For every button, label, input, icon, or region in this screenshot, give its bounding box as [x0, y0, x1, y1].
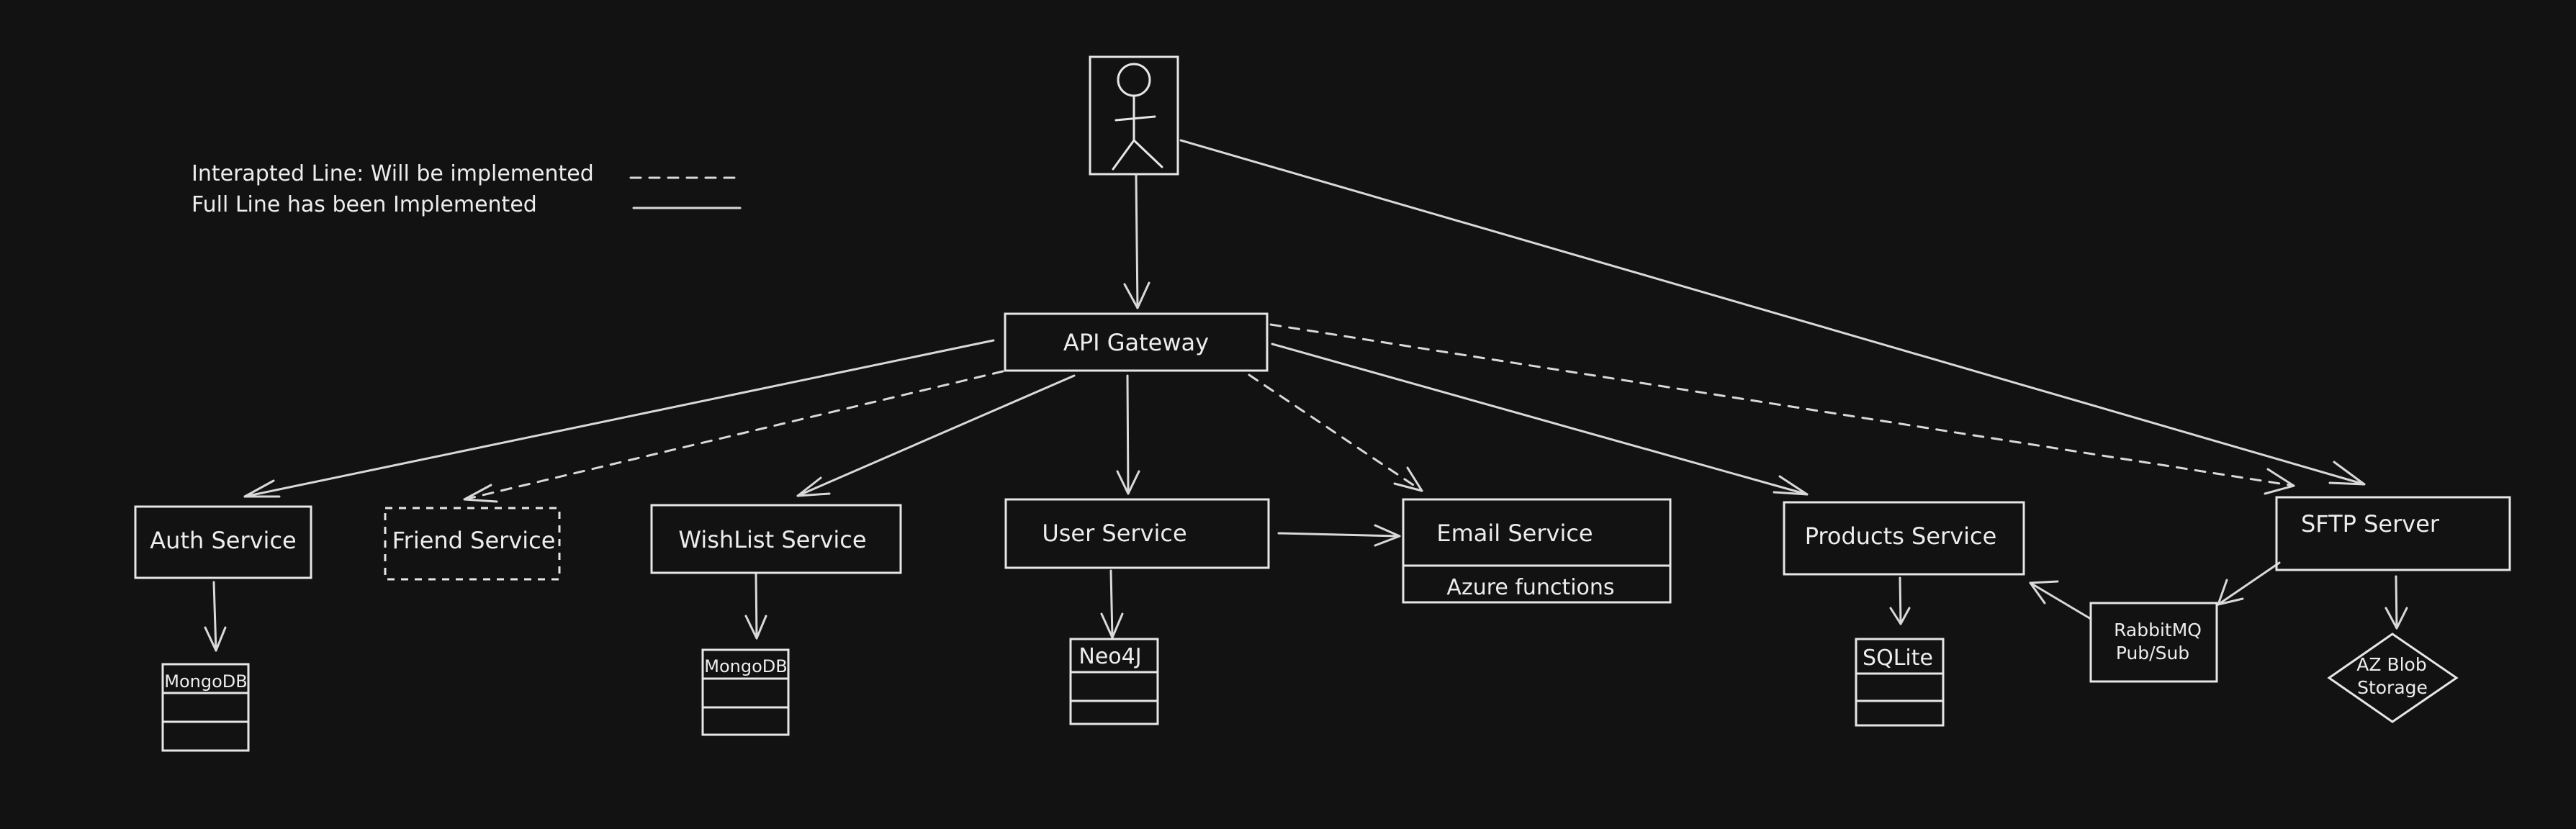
- wishlist-db-label: MongoDB: [704, 656, 787, 676]
- arrowhead-gateway-to-email: [1393, 466, 1423, 492]
- friend-service-label: Friend Service: [392, 527, 556, 554]
- arrowhead-gateway-to-friend: [463, 484, 498, 503]
- arrowhead-gateway-to-sftp: [2264, 468, 2295, 495]
- auth-service-box: [134, 505, 312, 579]
- user-actor-left-leg: [1112, 139, 1135, 171]
- edge-gateway-to-user-service: [1126, 374, 1130, 495]
- api-gateway-node: API Gateway: [1004, 312, 1269, 372]
- user-actor-head: [1117, 63, 1151, 97]
- arrowhead-sftp-to-rabbitmq: [2217, 579, 2244, 606]
- azure-functions-label: Azure functions: [1446, 575, 1614, 600]
- arrowhead-gateway-to-user-service: [1116, 470, 1140, 495]
- az-blob-label-line2: Storage: [2357, 677, 2428, 698]
- user-service-label: User Service: [1042, 520, 1186, 547]
- edge-auth-to-db: [212, 581, 217, 652]
- arrowhead-user-service-to-email: [1374, 524, 1401, 547]
- arrowhead-rabbitmq-to-products: [2029, 580, 2059, 604]
- user-db-table: Neo4J: [1069, 638, 1159, 725]
- wishlist-service-label: WishList Service: [678, 526, 866, 553]
- user-db-label: Neo4J: [1078, 644, 1141, 669]
- edge-products-to-db: [1899, 576, 1902, 625]
- products-service-box: [1783, 501, 2025, 576]
- wishlist-service-node: WishList Service: [650, 504, 902, 574]
- user-service-node: User Service: [1004, 498, 1270, 569]
- edge-sftp-to-blob: [2395, 575, 2398, 630]
- edge-wishlist-to-db: [755, 573, 758, 640]
- edge-user-to-gateway: [1135, 174, 1139, 309]
- products-db-table: SQLite: [1855, 638, 1945, 727]
- arrowhead-gateway-to-wishlist: [796, 476, 831, 497]
- wishlist-db-frame: [701, 648, 790, 736]
- arrowhead-user-service-to-db: [1100, 612, 1124, 639]
- sftp-server-box: [2275, 496, 2511, 571]
- arrowhead-gateway-to-products: [1773, 475, 1809, 496]
- edge-gateway-to-auth: [243, 339, 995, 498]
- arrowhead-sftp-to-blob: [2384, 607, 2408, 630]
- edge-gateway-to-friend: [463, 370, 1004, 501]
- friend-service-node: Friend Service: [384, 507, 561, 581]
- rabbitmq-label-line2: Pub/Sub: [2116, 643, 2189, 663]
- arrowhead-auth-to-db: [204, 626, 227, 652]
- auth-db-label: MongoDB: [164, 671, 247, 692]
- az-blob-label-line1: AZ Blob: [2356, 654, 2426, 675]
- user-actor: [1089, 55, 1179, 176]
- user-db-frame: [1069, 638, 1159, 725]
- arrowhead-wishlist-to-db: [744, 615, 767, 640]
- edge-user-service-to-db: [1109, 569, 1114, 639]
- auth-db-frame: [161, 663, 250, 752]
- wishlist-db-table: MongoDB: [701, 648, 790, 736]
- wishlist-service-box: [650, 504, 902, 574]
- edge-gateway-to-products: [1271, 343, 1809, 496]
- products-service-node: Products Service: [1783, 501, 2025, 576]
- products-service-label: Products Service: [1805, 522, 1997, 550]
- email-service-label: Email Service: [1436, 520, 1593, 547]
- products-db-frame: [1855, 638, 1945, 727]
- az-blob-storage-node: AZ Blob Storage: [2327, 633, 2459, 723]
- auth-service-label: Auth Service: [150, 527, 296, 554]
- rabbitmq-label-line1: RabbitMQ: [2114, 620, 2202, 640]
- legend-solid-label: Full Line has been Implemented: [192, 192, 537, 217]
- auth-service-node: Auth Service: [134, 505, 312, 579]
- rabbitmq-box: [2089, 602, 2218, 683]
- edge-rabbitmq-to-products: [2029, 581, 2092, 620]
- sftp-server-node: SFTP Server: [2275, 496, 2511, 571]
- edges: [204, 139, 2408, 652]
- auth-db-table: MongoDB: [161, 663, 250, 752]
- az-blob-storage-diamond: [2327, 633, 2459, 723]
- api-gateway-box: [1004, 312, 1269, 372]
- azure-functions-box: [1402, 564, 1672, 604]
- databases: MongoDB MongoDB Neo4J SQLite: [161, 638, 1945, 752]
- arrowhead-gateway-to-auth: [243, 479, 281, 498]
- edge-user-service-to-email: [1277, 532, 1401, 538]
- legend-dashed-label: Interapted Line: Will be implemented: [192, 161, 594, 186]
- user-actor-arms: [1114, 115, 1156, 122]
- user-actor-right-leg: [1132, 139, 1163, 168]
- nodes: API Gateway Auth Service Friend Service …: [134, 312, 2511, 723]
- arrowhead-user-to-gateway: [1123, 281, 1150, 309]
- edge-gateway-to-wishlist: [796, 374, 1076, 497]
- email-service-node: Email Service Azure functions: [1402, 498, 1672, 604]
- edge-user-to-sftp: [1179, 139, 2366, 486]
- arrowhead-products-to-db: [1889, 607, 1911, 625]
- arrowhead-user-to-sftp: [2328, 461, 2366, 486]
- products-db-label: SQLite: [1863, 645, 1933, 671]
- edge-gateway-to-email: [1248, 373, 1423, 492]
- sftp-server-label: SFTP Server: [2301, 510, 2440, 538]
- user-actor-frame: [1089, 55, 1179, 176]
- edge-gateway-to-sftp: [1269, 323, 2295, 487]
- rabbitmq-node: RabbitMQ Pub/Sub: [2089, 602, 2218, 683]
- friend-service-box: [384, 507, 561, 581]
- api-gateway-label: API Gateway: [1063, 329, 1209, 356]
- user-service-box: [1004, 498, 1270, 569]
- edge-sftp-to-rabbitmq: [2217, 561, 2281, 606]
- legend: Interapted Line: Will be implemented Ful…: [192, 161, 742, 217]
